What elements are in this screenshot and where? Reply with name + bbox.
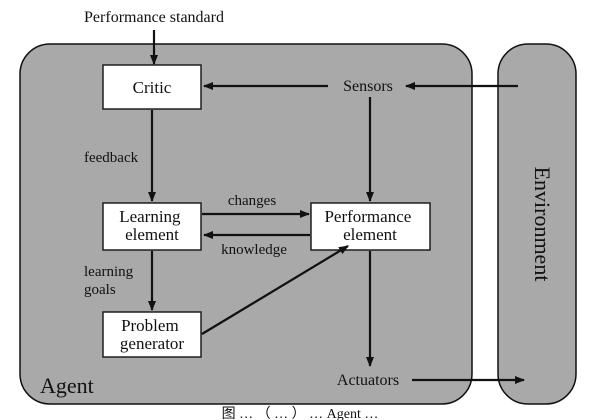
knowledge-label: knowledge: [221, 242, 287, 258]
changes-label: changes: [228, 193, 276, 209]
problem-generator-box: [102, 311, 202, 358]
figure-caption: 图 … （ … ） … Agent …: [222, 406, 379, 420]
sensors-label: Sensors: [343, 78, 393, 95]
learning-goals-line-1: learning: [84, 264, 134, 280]
performance-element-box: [310, 202, 431, 251]
critic-label: Critic: [133, 78, 172, 97]
learning-element-line-2: element: [125, 225, 179, 244]
learning-element-line-1: Learning: [119, 207, 181, 226]
problem-generator-line-2: generator: [120, 334, 185, 353]
learning-goals-label: learning goals: [84, 264, 137, 298]
learning-goals-line-2: goals: [84, 282, 116, 298]
environment-label: Environment: [530, 167, 555, 282]
problem-generator-line-1: Problem: [121, 316, 179, 335]
edge-problem-to-performance: [201, 245, 349, 335]
actuators-label: Actuators: [337, 372, 399, 389]
learning-element-box: [102, 202, 202, 251]
feedback-label: feedback: [84, 150, 139, 166]
performance-standard-label: Performance standard: [84, 9, 224, 26]
problem-generator-label: Problem generator: [120, 316, 185, 353]
critic-box: [102, 64, 202, 110]
performance-element-line-2: element: [343, 225, 397, 244]
performance-element-label: Performance element: [324, 207, 415, 244]
environment-panel: [497, 43, 577, 405]
agent-label: Agent: [40, 373, 94, 398]
performance-element-line-1: Performance: [324, 207, 411, 226]
learning-element-label: Learning element: [119, 207, 185, 244]
